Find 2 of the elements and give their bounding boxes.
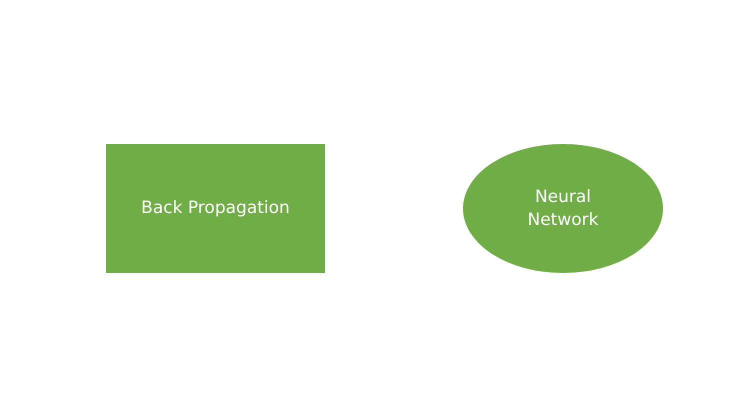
node-label: Back Propagation bbox=[141, 197, 290, 220]
node-label: Neural Network bbox=[526, 186, 600, 231]
